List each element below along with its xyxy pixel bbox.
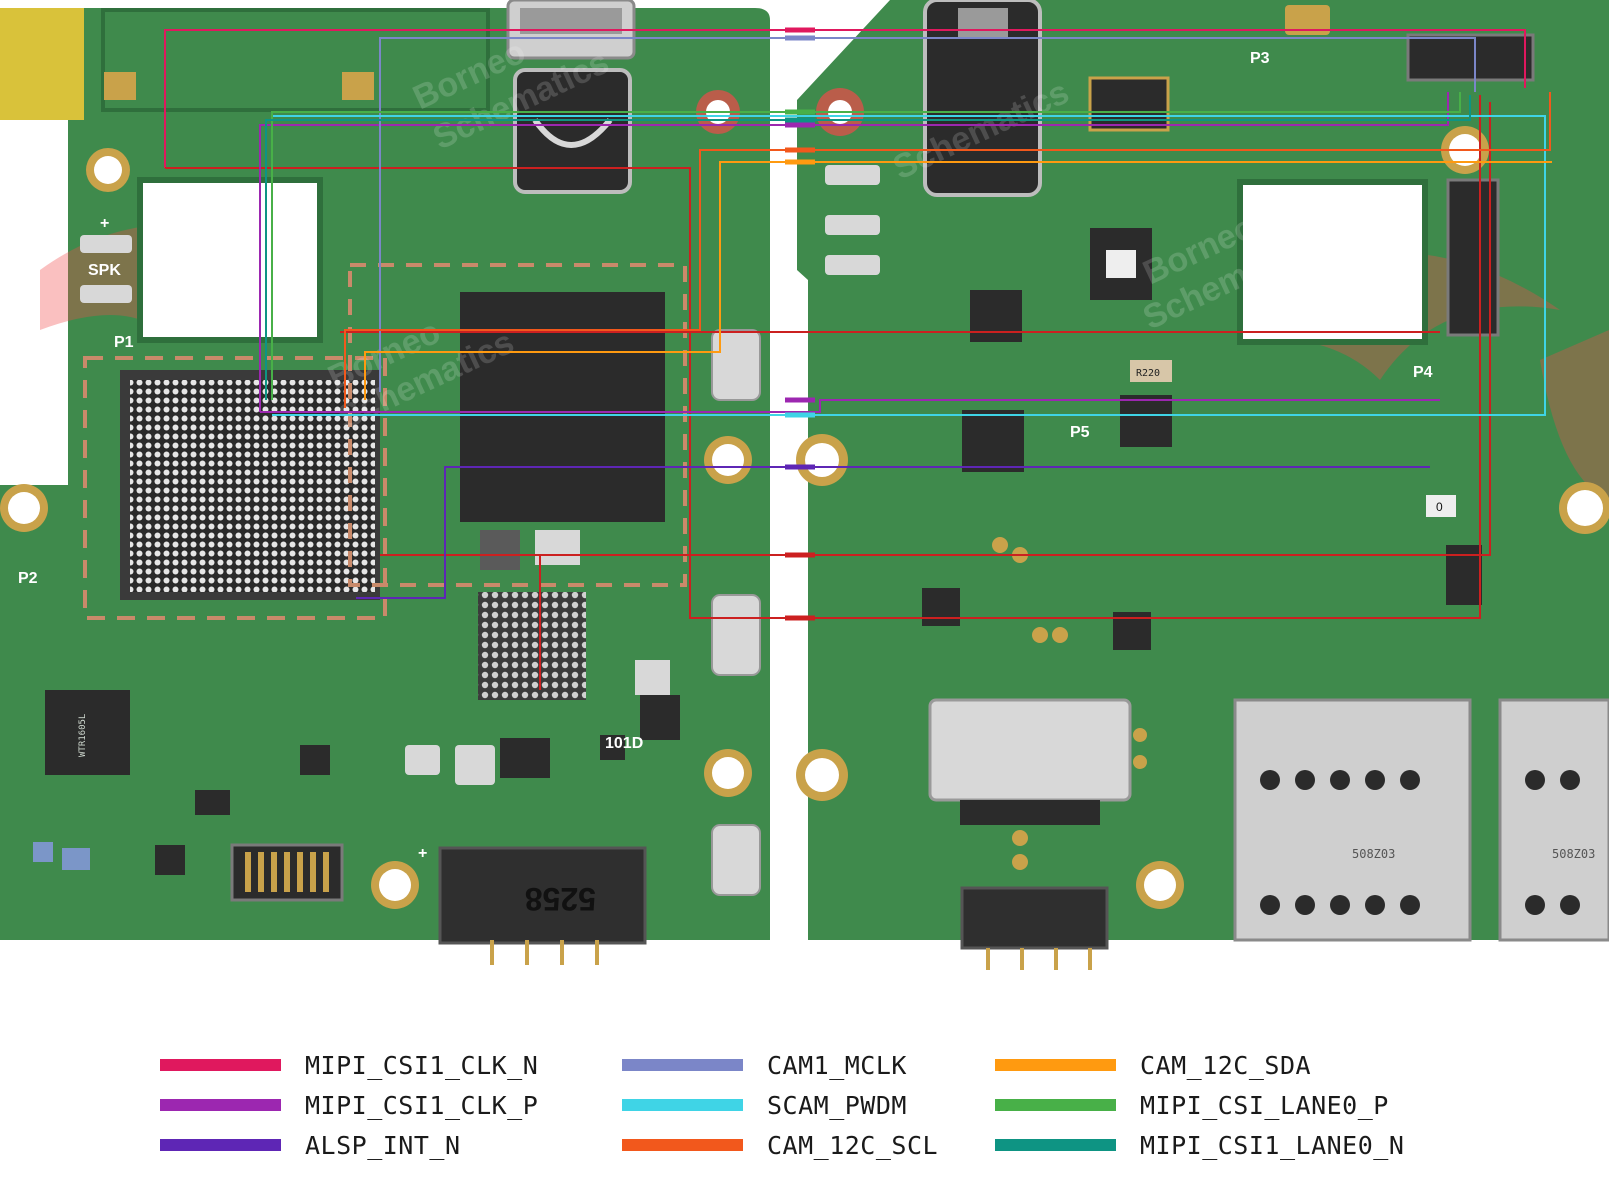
trace-cam-12c-scl: [344, 92, 1551, 408]
gold-flex-pad: [0, 8, 84, 120]
board-label-p4: P4: [1413, 364, 1433, 381]
resistor-code: R220: [1136, 368, 1160, 379]
inductor-code: 101D: [605, 735, 643, 752]
microphone: [1285, 5, 1330, 35]
rf-chip: [45, 690, 130, 775]
legend-item: MIPI_CSI1_CLK_N: [160, 1048, 538, 1082]
audio-jack-right: [923, 0, 1042, 197]
board-label-p2: P2: [18, 570, 38, 587]
trace-mipi-csi1-lane0-n: [265, 95, 1471, 400]
legend-item: MIPI_CSI_LANE0_P: [995, 1088, 1389, 1122]
legend-swatch: [160, 1059, 281, 1071]
pmic-bga: [478, 592, 586, 700]
sim-tray-2: [1498, 698, 1609, 942]
legend-label: CAM_12C_SDA: [1140, 1050, 1312, 1080]
trace-red-4: [380, 102, 1491, 556]
legend-swatch: [995, 1139, 1116, 1151]
camera-cutout-left: [137, 177, 323, 343]
sd-card-slot: [928, 698, 1132, 802]
svg-text:WTR1605L: WTR1605L: [78, 714, 88, 757]
legend-label: MIPI_CSI1_CLK_P: [305, 1090, 539, 1120]
trace-mipi-csi-lane0-p: [271, 92, 1461, 400]
legend-swatch: [160, 1099, 281, 1111]
audio-jack-left: [513, 68, 632, 194]
legend-swatch: [995, 1099, 1116, 1111]
legend-swatch: [622, 1139, 743, 1151]
pcb-board-illustration: WTR1605L 5258 P1 P: [0, 0, 1609, 970]
connector-code-text: 5258: [525, 881, 596, 917]
board-label-plus: +: [100, 215, 109, 232]
legend-item: CAM_12C_SDA: [995, 1048, 1311, 1082]
legend-swatch: [995, 1059, 1116, 1071]
legend-item: CAM_12C_SCL: [622, 1128, 938, 1162]
trace-mipi-csi1-clk-p: [259, 92, 1449, 412]
legend-label: MIPI_CSI1_CLK_N: [305, 1050, 539, 1080]
trace-cam-12c-sda: [364, 161, 1552, 400]
legend-item: MIPI_CSI1_LANE0_N: [995, 1128, 1404, 1162]
legend-item: SCAM_PWDM: [622, 1088, 907, 1122]
board-label-spk: SPK: [88, 262, 121, 279]
legend-item: ALSP_INT_N: [160, 1128, 461, 1162]
battery-connector-left: [438, 846, 647, 945]
board-label-p3: P3: [1250, 50, 1270, 67]
pcb-photo-area: WTR1605L 5258 P1 P: [0, 0, 1609, 970]
btb-connector-top-right: [1406, 33, 1535, 82]
legend-label: MIPI_CSI_LANE0_P: [1140, 1090, 1389, 1120]
camera-cutout-right: [1237, 179, 1428, 345]
legend-label: SCAM_PWDM: [767, 1090, 907, 1120]
legend-swatch: [622, 1099, 743, 1111]
right-board: R220 0 508Z03 508Z03 P3 P4: [796, 0, 1609, 970]
sim-tray-1-code: 508Z03: [1352, 847, 1395, 861]
board-label-plus-battery: +: [418, 845, 427, 862]
legend-label: MIPI_CSI1_LANE0_N: [1140, 1130, 1405, 1160]
trace-cam1-mclk: [379, 37, 1476, 392]
legend-label: ALSP_INT_N: [305, 1130, 461, 1160]
legend-label: CAM1_MCLK: [767, 1050, 907, 1080]
memory-chip: [460, 292, 665, 522]
legend-label: CAM_12C_SCL: [767, 1130, 939, 1160]
legend-item: CAM1_MCLK: [622, 1048, 907, 1082]
left-board: WTR1605L 5258 P1 P: [0, 0, 770, 965]
legend-swatch: [160, 1139, 281, 1151]
trace-alsp-int-n: [356, 466, 1430, 599]
zero-ohm-code: 0: [1436, 500, 1443, 514]
signal-traces: [164, 27, 1552, 690]
legend-item: MIPI_CSI1_CLK_P: [160, 1088, 538, 1122]
battery-connector-right: [960, 886, 1109, 950]
board-label-p5: P5: [1070, 424, 1090, 441]
net-legend: MIPI_CSI1_CLK_N MIPI_CSI1_CLK_P ALSP_INT_N…: [0, 1040, 1609, 1204]
sim-tray-2-code: 508Z03: [1552, 847, 1595, 861]
board-label-p1: P1: [114, 334, 134, 351]
legend-swatch: [622, 1059, 743, 1071]
trace-red-2: [165, 95, 1481, 619]
trace-mipi-csi1-clk-n: [164, 29, 1526, 168]
